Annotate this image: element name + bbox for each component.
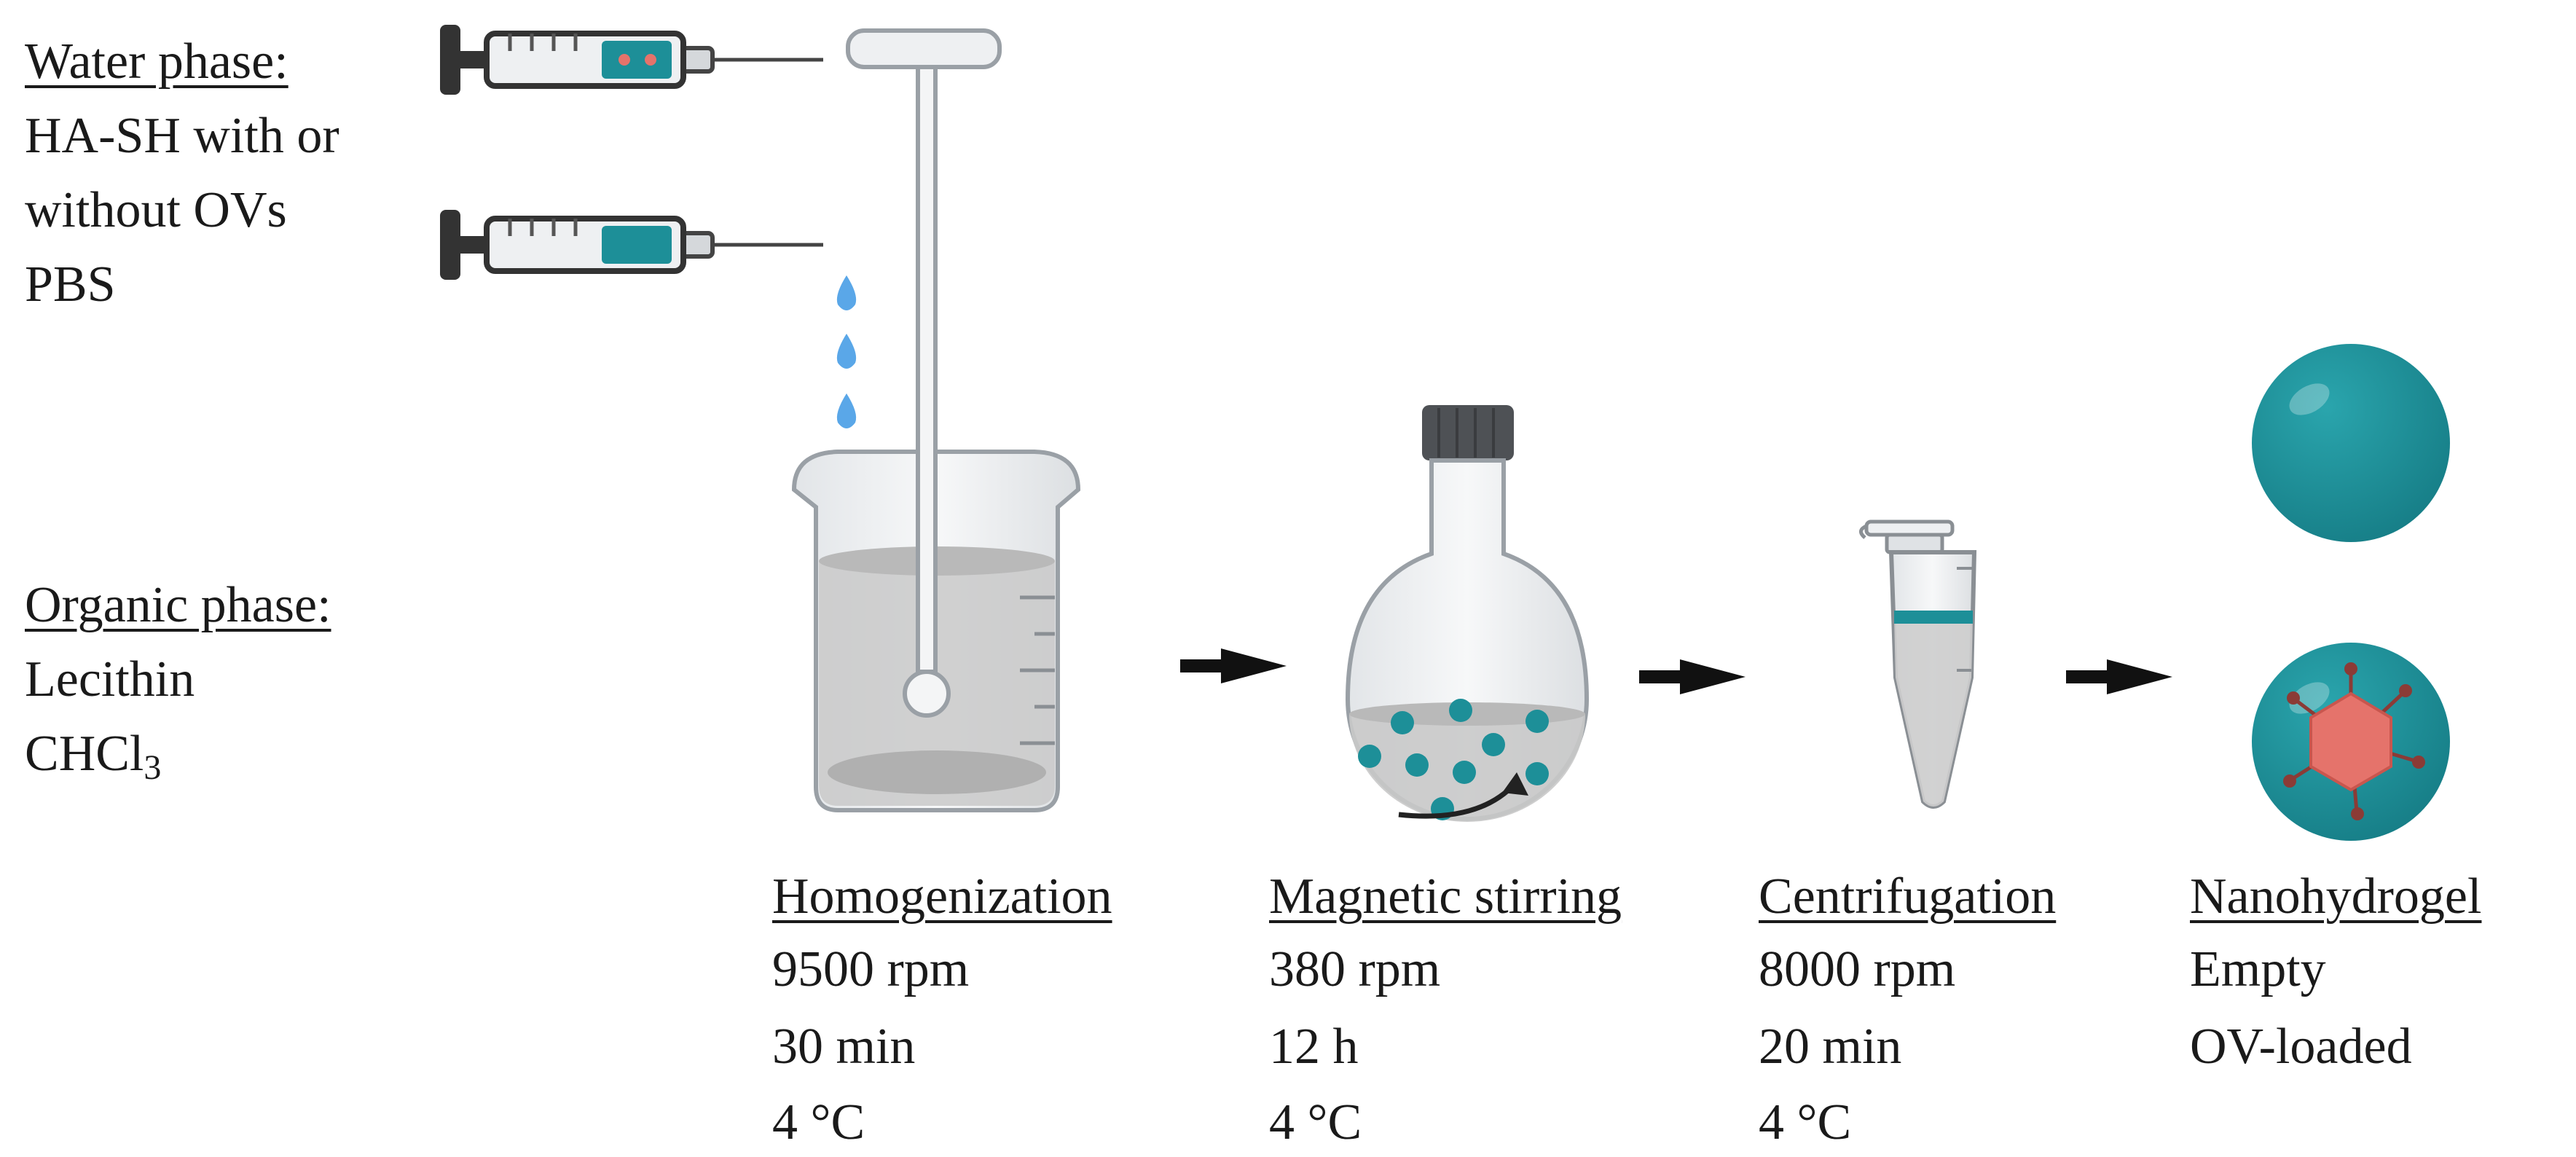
homogenizer-icon (846, 28, 1002, 718)
water-phase-line: without OVs (25, 182, 287, 238)
nanohydrogel-sphere-icon (2252, 344, 2450, 542)
organic-phase-heading: Organic phase: (25, 577, 331, 633)
step-param: 30 min (772, 1019, 916, 1075)
round-flask-icon (1345, 405, 1590, 822)
droplets (836, 275, 857, 428)
nanohydrogel-sphere-icon (2252, 643, 2450, 841)
water-phase-line: HA-SH with or (25, 108, 339, 164)
step-param: 8000 rpm (1759, 941, 1956, 997)
step-title-nanohydrogel: Nanohydrogel (2190, 868, 2482, 925)
syringe-icon (440, 210, 823, 280)
syringe-icon (440, 25, 823, 95)
water-phase-heading: Water phase: (25, 34, 288, 90)
step-param: 4 °C (1269, 1094, 1362, 1150)
step-title-homogenization: Homogenization (772, 868, 1112, 925)
step-title-magnetic-stirring: Magnetic stirring (1269, 868, 1622, 925)
process-arrow-icon (1639, 659, 1746, 694)
chcl3-base: CHCl (25, 726, 144, 782)
step-param: Empty (2190, 941, 2326, 997)
organic-phase-chcl3: CHCl3 (25, 729, 161, 785)
step-param: OV-loaded (2190, 1019, 2412, 1075)
process-arrow-icon (2066, 659, 2172, 694)
step-param: 9500 rpm (772, 941, 970, 997)
process-arrow-icon (1180, 648, 1287, 683)
step-param: 380 rpm (1269, 941, 1441, 997)
organic-phase-line: Lecithin (25, 651, 195, 707)
water-phase-line: PBS (25, 256, 116, 313)
step-param: 4 °C (1759, 1094, 1852, 1150)
step-param: 4 °C (772, 1094, 865, 1150)
step-param: 12 h (1269, 1019, 1359, 1075)
step-param: 20 min (1759, 1019, 1902, 1075)
step-title-centrifugation: Centrifugation (1759, 868, 2057, 925)
chcl3-subscript: 3 (144, 748, 162, 787)
centrifuge-tube-icon (1859, 519, 1977, 809)
